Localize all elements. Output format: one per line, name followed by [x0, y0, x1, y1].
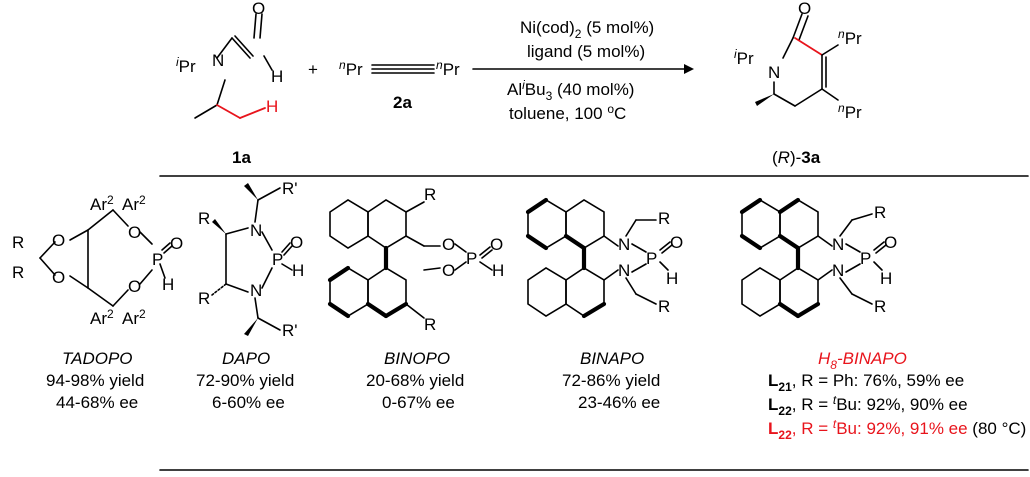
- tadopo-r1: R: [12, 233, 24, 252]
- h-atom-label: H: [271, 67, 283, 86]
- binopo-h: H: [492, 261, 504, 280]
- dapo-rprime2: R': [282, 321, 298, 340]
- substrate-label: 1a: [232, 148, 251, 167]
- binopo-name: BINOPO: [384, 349, 450, 368]
- product-npr-bottom: nPr: [838, 101, 862, 122]
- binopo-r2: R: [424, 315, 436, 334]
- binapo-yield: 72-86% yield: [562, 371, 660, 390]
- n-atom-label: N: [212, 51, 224, 70]
- tadopo-ar3: Ar2: [90, 307, 114, 328]
- condition-line-3: AliBu3 (40 mol%): [507, 78, 634, 103]
- product-n-label: N: [768, 63, 780, 82]
- product-3a-structure: [755, 13, 839, 107]
- dapo-r2: R: [198, 289, 210, 308]
- tadopo-ar1: Ar2: [90, 193, 114, 214]
- h8-binapo-o: O: [884, 233, 897, 252]
- product-o-label: O: [798, 0, 811, 18]
- binapo-h: H: [666, 269, 678, 288]
- tadopo-o3: O: [128, 223, 141, 242]
- h8-binapo-r2: R: [874, 297, 886, 316]
- binopo-structure: [327, 199, 493, 319]
- condition-line-4: toluene, 100 oC: [509, 102, 626, 123]
- dapo-rprime1: R': [282, 179, 298, 198]
- h8-binapo-structure: [739, 197, 887, 319]
- tadopo-h: H: [162, 275, 174, 294]
- dapo-h: H: [292, 261, 304, 280]
- h8-binapo-p: P: [860, 249, 871, 268]
- o-atom-label: O: [252, 0, 265, 18]
- dapo-n2: N: [250, 281, 262, 300]
- dapo-yield: 72-90% yield: [196, 371, 294, 390]
- dapo-n1: N: [250, 221, 262, 240]
- tadopo-r2: R: [12, 263, 24, 282]
- tadopo-o2: O: [52, 268, 65, 287]
- product-npr-top: nPr: [838, 27, 862, 48]
- alkyne-label: 2a: [393, 93, 412, 112]
- h8-result-1: L21, R = Ph: 76%, 59% ee: [768, 371, 964, 394]
- binapo-o: O: [670, 233, 683, 252]
- binopo-ee: 0-67% ee: [382, 393, 455, 412]
- condition-line-1: Ni(cod)2 (5 mol%): [520, 18, 654, 41]
- dapo-p: P: [272, 250, 283, 269]
- h8-result-3: L22, R = tBu: 92%, 91% ee (80 °C): [768, 417, 1026, 442]
- binapo-name: BINAPO: [580, 349, 644, 368]
- tadopo-o1: O: [52, 231, 65, 250]
- dapo-structure: [211, 183, 293, 336]
- tadopo-o5: O: [170, 234, 183, 253]
- substrate-1a-structure: [194, 13, 273, 119]
- h8-result-2: L22, R = tBu: 92%, 90% ee: [768, 393, 968, 418]
- h8-binapo-n1: N: [832, 235, 844, 254]
- binapo-p: P: [646, 249, 657, 268]
- binopo-yield: 20-68% yield: [366, 371, 464, 390]
- tadopo-ee: 44-68% ee: [56, 393, 138, 412]
- tadopo-yield: 94-98% yield: [46, 371, 144, 390]
- svg-text:nPr: nPr: [436, 58, 460, 79]
- binopo-o2: O: [442, 261, 455, 280]
- product-label: (R)-3a: [772, 148, 821, 167]
- condition-line-2: ligand (5 mol%): [527, 42, 645, 61]
- binapo-r1: R: [658, 209, 670, 228]
- tadopo-p: P: [152, 250, 163, 269]
- product-ipr-label: iPr: [734, 47, 754, 68]
- binapo-r2: R: [658, 297, 670, 316]
- h-highlight-label: H: [266, 97, 278, 116]
- binapo-structure: [525, 197, 673, 319]
- binapo-ee: 23-46% ee: [578, 393, 660, 412]
- binapo-n1: N: [618, 235, 630, 254]
- arrow-head: [684, 64, 694, 74]
- h8-binapo-r1: R: [874, 203, 886, 222]
- binopo-o1: O: [442, 235, 455, 254]
- h8-binapo-h: H: [880, 269, 892, 288]
- plus-sign: +: [308, 60, 318, 79]
- h8-binapo-n2: N: [832, 261, 844, 280]
- binopo-r1: R: [424, 185, 436, 204]
- dapo-o: O: [290, 233, 303, 252]
- binopo-p: P: [466, 249, 477, 268]
- dapo-name: DAPO: [222, 349, 270, 368]
- h8-binapo-name: H8-BINAPO: [818, 349, 907, 372]
- tadopo-structure: [39, 209, 173, 307]
- tadopo-name: TADOPO: [62, 349, 133, 368]
- tadopo-o4: O: [128, 277, 141, 296]
- binapo-n2: N: [618, 261, 630, 280]
- tadopo-ar4: Ar2: [122, 307, 146, 328]
- ipr-label: iPr: [176, 55, 196, 76]
- tadopo-ar2: Ar2: [122, 193, 146, 214]
- svg-text:nPr: nPr: [339, 58, 363, 79]
- dapo-r1: R: [198, 209, 210, 228]
- dapo-ee: 6-60% ee: [212, 393, 285, 412]
- alkyne-2a-structure: nPr nPr: [339, 58, 460, 79]
- binopo-o3: O: [490, 235, 503, 254]
